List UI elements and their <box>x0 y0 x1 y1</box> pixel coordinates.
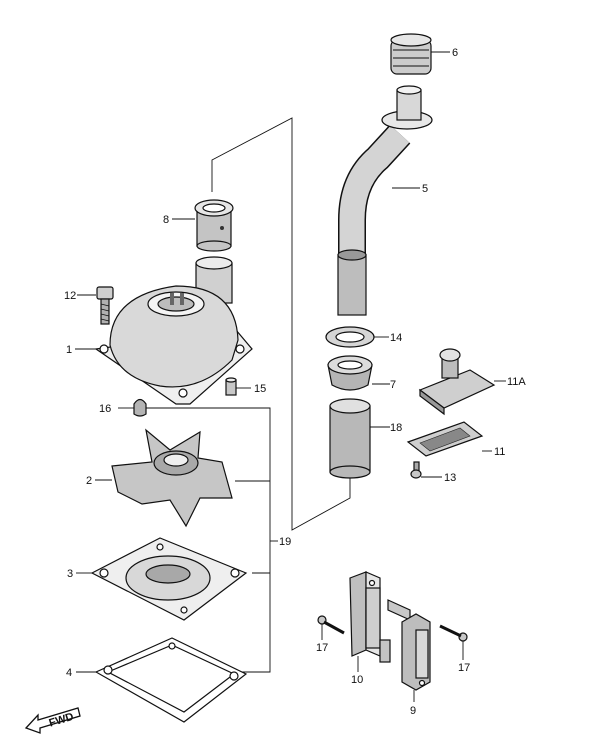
callout-14: 14 <box>390 332 402 344</box>
part-1-pump-case <box>75 256 253 405</box>
part-16-key <box>118 398 147 417</box>
callout-18: 18 <box>390 422 402 434</box>
callout-6: 6 <box>452 47 458 59</box>
part-13-screw <box>410 461 442 479</box>
part-17-screw-left <box>317 615 345 640</box>
group-19-bracket-lines <box>145 117 351 673</box>
part-5-water-tube <box>337 85 433 316</box>
callout-8: 8 <box>163 214 169 226</box>
callout-4: 4 <box>66 667 72 679</box>
callout-13: 13 <box>444 472 456 484</box>
part-15-pin <box>225 377 251 396</box>
part-6-grommet <box>390 33 450 75</box>
callout-12: 12 <box>64 290 76 302</box>
callout-15: 15 <box>254 383 266 395</box>
part-12-bolt <box>77 286 114 325</box>
callout-11a: 11A <box>507 376 526 388</box>
part-8-collar <box>172 199 234 252</box>
part-11a-plate <box>418 348 506 416</box>
part-2-impeller <box>95 428 233 528</box>
part-14-washer <box>325 326 389 348</box>
part-11-screen <box>406 421 492 457</box>
callout-17-right: 17 <box>458 662 470 674</box>
callout-7: 7 <box>390 379 396 391</box>
callout-16: 16 <box>99 403 111 415</box>
callout-2: 2 <box>86 475 92 487</box>
callout-11: 11 <box>494 446 505 458</box>
callout-10: 10 <box>351 674 363 686</box>
part-4-gasket <box>76 637 248 723</box>
part-10-bracket <box>349 571 391 672</box>
part-17-screw-right <box>439 624 468 660</box>
callout-1: 1 <box>66 344 72 356</box>
part-7-bushing <box>327 355 390 391</box>
callout-5: 5 <box>422 183 428 195</box>
fwd-arrow-icon: FWD <box>24 707 81 734</box>
callout-9: 9 <box>410 705 416 717</box>
part-18-sleeve <box>329 398 390 479</box>
callout-labels: 6 5 8 12 1 14 7 15 11A 16 18 11 13 2 19 … <box>64 47 526 717</box>
part-3-plate <box>76 537 248 621</box>
callout-17-left: 17 <box>316 642 328 654</box>
fwd-label: FWD <box>48 711 76 730</box>
callout-3: 3 <box>67 568 73 580</box>
part-9-bracket <box>387 599 431 702</box>
callout-19: 19 <box>279 536 291 548</box>
